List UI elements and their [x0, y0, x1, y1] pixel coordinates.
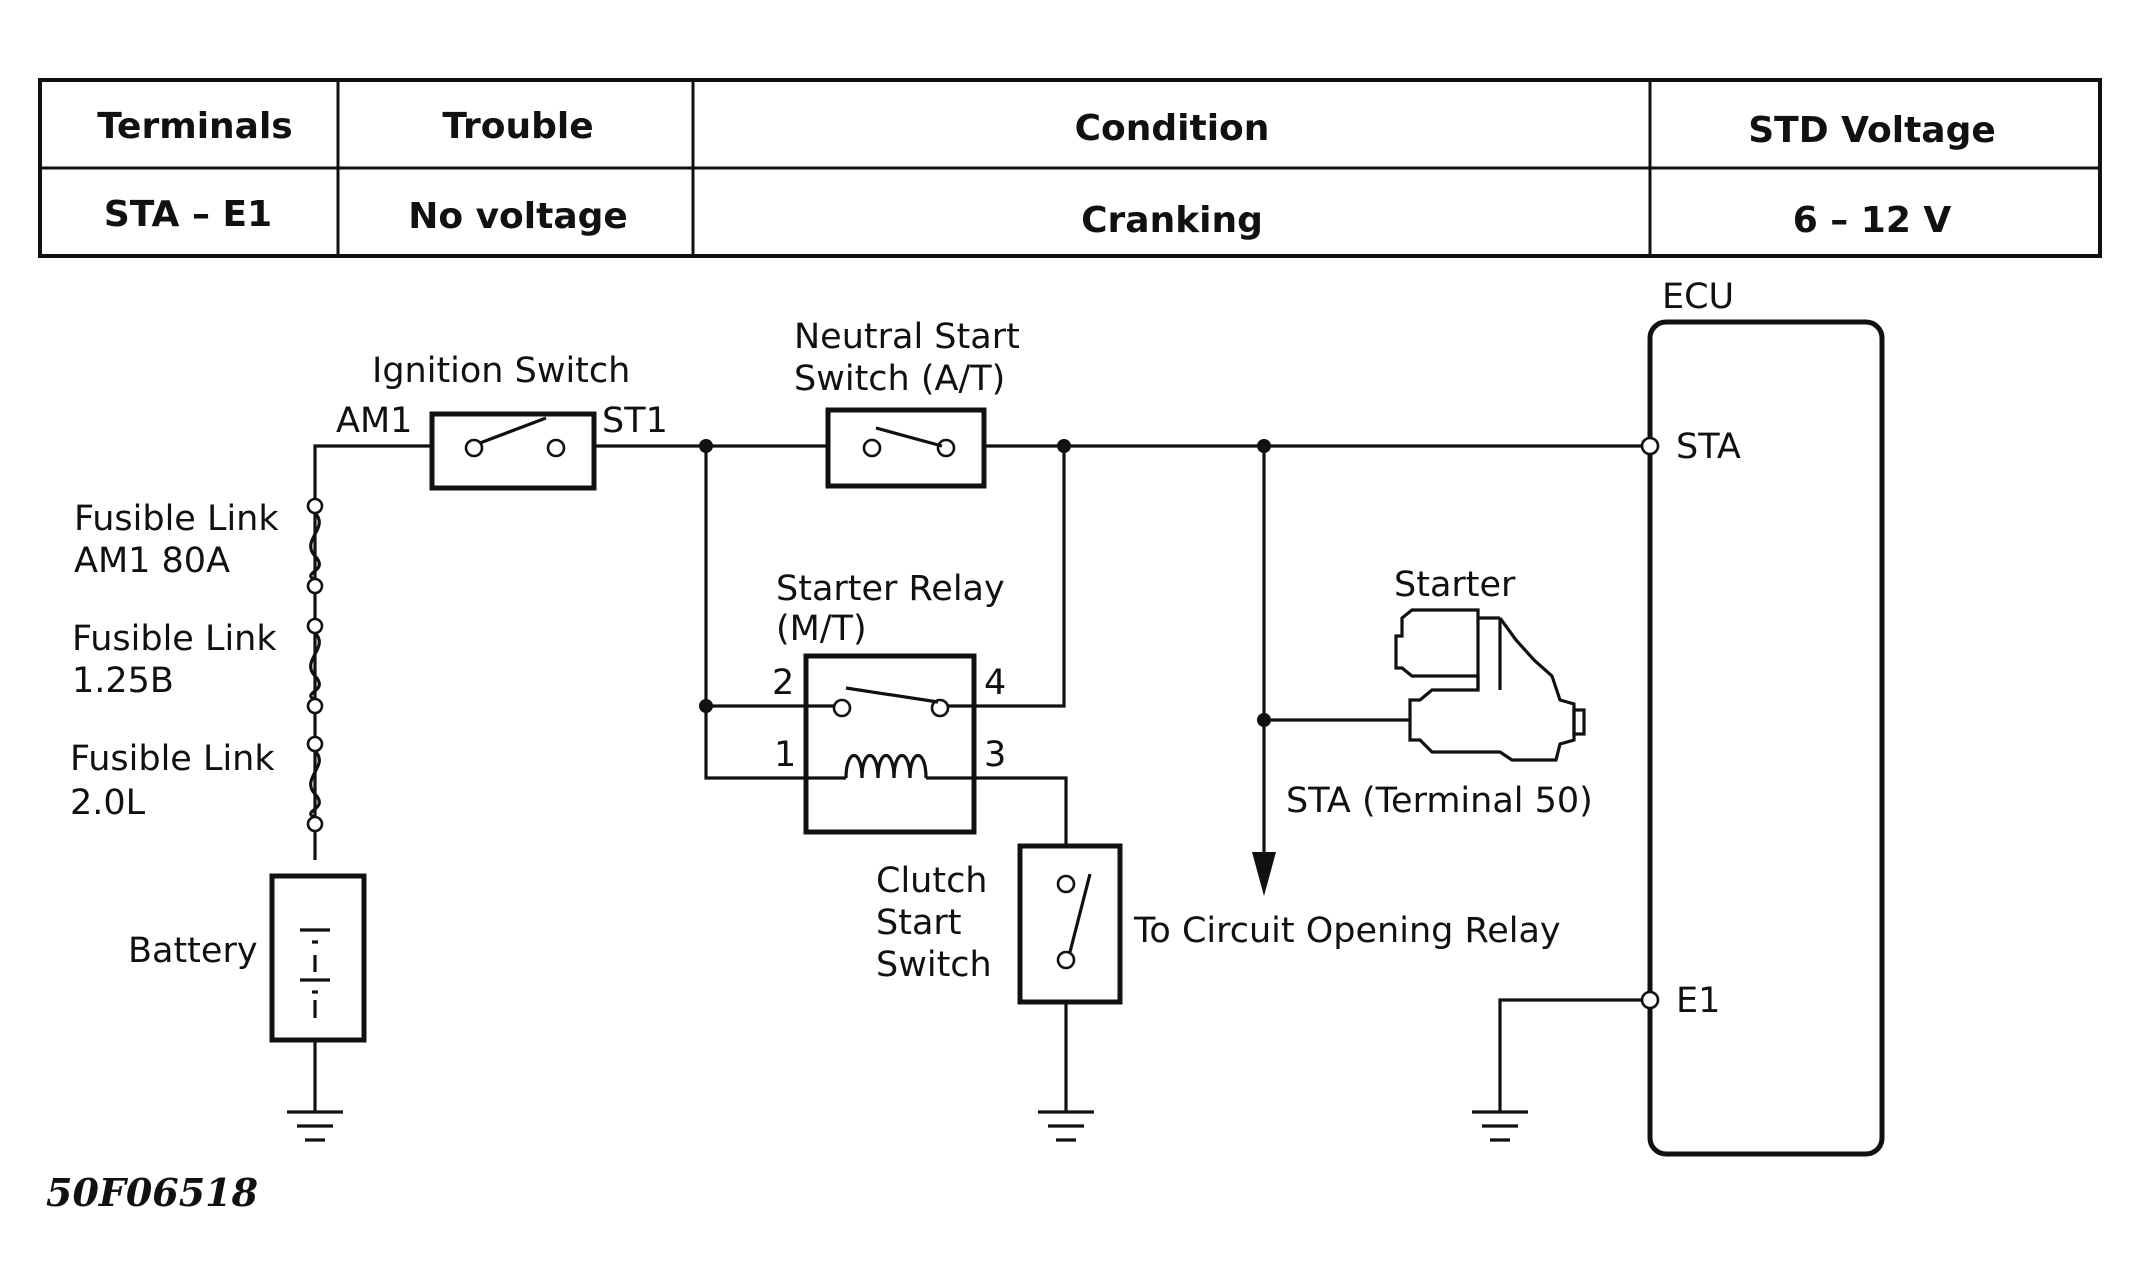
fusible-link-2-label-1: Fusible Link [72, 619, 277, 659]
battery-icon [269, 873, 367, 1043]
starter-relay-icon [803, 653, 977, 835]
am1-label: AM1 [336, 401, 412, 441]
ecu-e1-terminal [1640, 990, 1660, 1010]
fusible-link-1-label-2: AM1 80A [74, 541, 230, 581]
fusible-link-3-label-2: 2.0L [70, 783, 146, 823]
header-terminals: Terminals [97, 106, 293, 147]
ecu-sta-label: STA [1676, 427, 1741, 467]
cell-condition: Cranking [1081, 200, 1263, 241]
ground-battery-icon [287, 1110, 343, 1142]
ecu-e1-label: E1 [1676, 981, 1720, 1021]
ignition-switch-icon [429, 411, 597, 491]
st1-label: ST1 [602, 401, 668, 441]
clutch-switch-label-2: Start [876, 903, 962, 943]
ground-ecu-icon [1472, 1110, 1528, 1142]
wires [313, 444, 1650, 1112]
cell-std-voltage: 6 – 12 V [1793, 200, 1952, 241]
battery-label: Battery [128, 931, 258, 971]
to-circuit-opening-relay-label: To Circuit Opening Relay [1133, 911, 1561, 951]
fusible-link-20l [306, 735, 324, 833]
ecu-box [1640, 319, 1885, 1157]
header-condition: Condition [1075, 108, 1270, 149]
clutch-switch-label-1: Clutch [876, 861, 988, 901]
ignition-switch-label: Ignition Switch [372, 351, 630, 391]
header-std-voltage: STD Voltage [1748, 110, 1996, 151]
relay-pin-2-label: 2 [772, 663, 794, 703]
relay-pin-3-label: 3 [984, 735, 1006, 775]
spec-table: Terminals Trouble Condition STD Voltage … [38, 78, 2102, 258]
figure-id: 50F06518 [46, 1170, 258, 1215]
header-trouble: Trouble [442, 106, 593, 147]
junction-dots [699, 439, 1271, 727]
cell-trouble: No voltage [408, 196, 628, 237]
fusible-link-1-label-1: Fusible Link [74, 499, 279, 539]
fusible-link-am1 [306, 497, 324, 595]
clutch-switch-label-3: Switch [876, 945, 992, 985]
fusible-link-2-label-2: 1.25B [72, 661, 174, 701]
starter-relay-label-2: (M/T) [776, 609, 867, 649]
neutral-start-label-2: Switch (A/T) [794, 359, 1005, 399]
neutral-start-switch-icon [825, 407, 987, 489]
fusible-link-125b [306, 617, 324, 715]
starter-relay-label-1: Starter Relay [776, 569, 1005, 609]
relay-pin-4-label: 4 [984, 663, 1006, 703]
clutch-start-switch-icon [1017, 843, 1123, 1005]
ecu-label: ECU [1662, 277, 1734, 317]
sta-terminal-label: STA (Terminal 50) [1286, 781, 1593, 821]
arrow-down-icon [1252, 852, 1276, 896]
fusible-link-3-label-1: Fusible Link [70, 739, 275, 779]
relay-pin-1-label: 1 [774, 735, 796, 775]
starter-label: Starter [1394, 565, 1516, 605]
ground-clutch-icon [1038, 1110, 1094, 1142]
neutral-start-label-1: Neutral Start [794, 317, 1020, 357]
cell-terminals: STA – E1 [104, 194, 272, 235]
ecu-sta-terminal [1640, 436, 1660, 456]
starter-motor-icon [1394, 608, 1586, 762]
